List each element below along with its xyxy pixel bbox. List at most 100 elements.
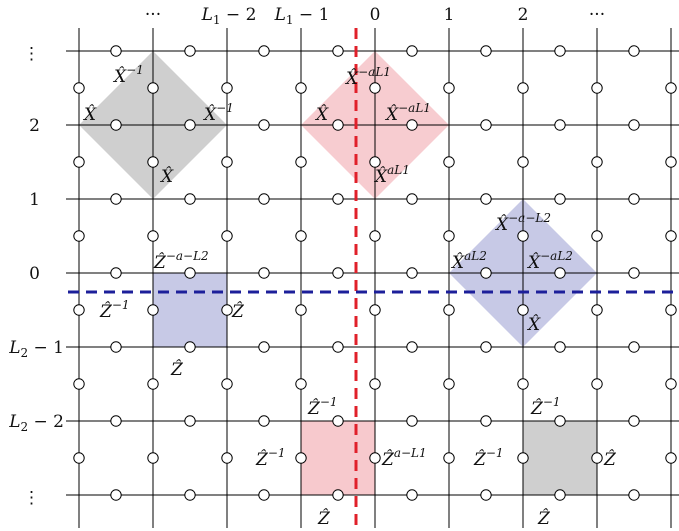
lattice-site [73, 304, 85, 316]
lattice-site [221, 304, 233, 316]
lattice-site [110, 45, 122, 57]
lattice-site [369, 230, 381, 242]
op-blue-star-left: X̂aL2 [450, 249, 487, 273]
op-blue-star-top: X̂−a−L2 [494, 211, 551, 235]
lattice-site [554, 489, 566, 501]
lattice-site [443, 230, 455, 242]
lattice-site [221, 452, 233, 464]
left-label-2: 2 [29, 116, 40, 136]
lattice-site [258, 119, 270, 131]
operator-labels: X̂−1 X̂ X̂−1 X̂ X̂−aL1 X̂ X̂−aL1 X̂aL1 X… [82, 63, 617, 529]
lattice-site [147, 378, 159, 390]
lattice-site [517, 304, 529, 316]
gray-square-plaquette [523, 421, 597, 495]
lattice-site [73, 378, 85, 390]
lattice-site [406, 489, 418, 501]
lattice-site [480, 415, 492, 427]
lattice-site [443, 452, 455, 464]
op-blue-star-right: X̂−aL2 [526, 249, 573, 273]
op-blue-square-right: Ẑ [231, 301, 245, 322]
lattice-site [554, 415, 566, 427]
lattice-site [73, 82, 85, 94]
op-gray-star-right: X̂−1 [202, 101, 234, 125]
lattice-site [591, 230, 603, 242]
top-label-L1-minus-2: L1 − 2 [201, 5, 257, 27]
lattice-site [184, 415, 196, 427]
lattice-site [295, 378, 307, 390]
lattice-site [184, 267, 196, 279]
lattice-site [480, 267, 492, 279]
lattice-site [443, 304, 455, 316]
lattice-site [295, 156, 307, 168]
lattice-site [591, 82, 603, 94]
left-label-vdots-bottom: ⋮ [23, 488, 40, 508]
lattice-site [147, 82, 159, 94]
lattice-site [147, 156, 159, 168]
left-label-1: 1 [29, 190, 40, 210]
lattice-site [369, 304, 381, 316]
lattice-site [443, 82, 455, 94]
top-axis-labels: ··· L1 − 2 L1 − 1 0 1 2 ··· [145, 5, 605, 27]
pink-square-plaquette [301, 421, 375, 495]
lattice-site [406, 341, 418, 353]
lattice-site [332, 193, 344, 205]
lattice-site [295, 82, 307, 94]
left-label-vdots-top: ⋮ [23, 44, 40, 64]
lattice-site [369, 82, 381, 94]
lattice-site [184, 341, 196, 353]
op-blue-star-bottom: X̂ [526, 315, 541, 335]
op-pink-square-bottom: Ẑ [317, 508, 331, 529]
top-label-dots-right: ··· [589, 5, 605, 25]
op-pink-star-left: X̂ [314, 105, 329, 125]
lattice-site [258, 193, 270, 205]
top-label-0: 0 [370, 5, 381, 25]
op-pink-square-right: Ẑa−L1 [381, 446, 427, 470]
op-pink-star-top: X̂−aL1 [344, 65, 391, 89]
lattice-site [184, 193, 196, 205]
lattice-site [110, 415, 122, 427]
op-gray-star-bottom: X̂ [159, 167, 174, 187]
lattice-site [517, 82, 529, 94]
op-pink-star-right: X̂−aL1 [384, 101, 431, 125]
op-gray-square-right: Ẑ [603, 449, 617, 470]
lattice-site [258, 415, 270, 427]
lattice-site [332, 415, 344, 427]
top-label-2: 2 [518, 5, 529, 25]
lattice-site [628, 341, 640, 353]
lattice-site [406, 415, 418, 427]
lattice-site [147, 304, 159, 316]
lattice-site [258, 489, 270, 501]
lattice-site [369, 156, 381, 168]
lattice-site [184, 119, 196, 131]
lattice-site [665, 304, 677, 316]
lattice-site [110, 193, 122, 205]
top-label-1: 1 [444, 5, 455, 25]
lattice-site [369, 452, 381, 464]
lattice-site [221, 378, 233, 390]
lattice-site [406, 193, 418, 205]
op-blue-square-top: Ẑ−a−L2 [153, 249, 209, 273]
lattice-site [221, 230, 233, 242]
lattice-site [480, 341, 492, 353]
lattice-site [147, 452, 159, 464]
op-blue-square-bottom: Ẑ [170, 359, 184, 380]
lattice-site [332, 119, 344, 131]
lattice-site [184, 45, 196, 57]
op-gray-square-top: Ẑ−1 [530, 395, 561, 419]
lattice-site [295, 304, 307, 316]
op-gray-square-bottom: Ẑ [537, 508, 551, 529]
lattice-site [184, 489, 196, 501]
lattice-site [665, 230, 677, 242]
lattice-site [517, 378, 529, 390]
lattice-site [554, 267, 566, 279]
lattice-site [591, 304, 603, 316]
lattice-site [628, 119, 640, 131]
lattice-site [295, 230, 307, 242]
lattice-site [591, 156, 603, 168]
lattice-site [554, 45, 566, 57]
lattice-site [554, 193, 566, 205]
op-pink-square-top: Ẑ−1 [307, 395, 338, 419]
lattice-site [517, 452, 529, 464]
lattice-site [665, 156, 677, 168]
